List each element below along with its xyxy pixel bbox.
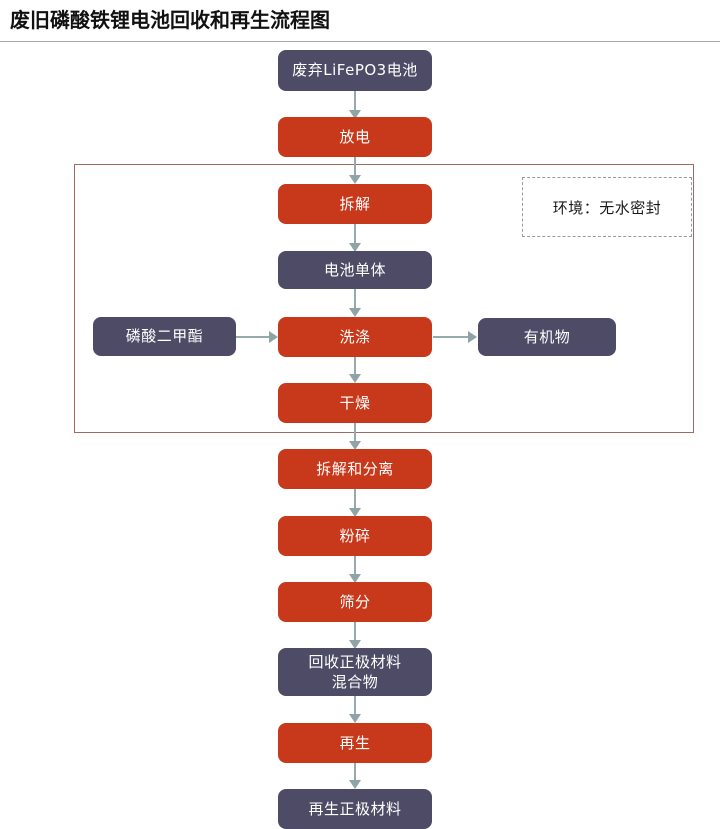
node-wash[interactable]: 洗涤 xyxy=(278,317,432,357)
node-battery-cell[interactable]: 电池单体 xyxy=(278,251,432,289)
node-crush[interactable]: 粉碎 xyxy=(278,516,432,556)
node-line-2: 混合物 xyxy=(331,673,379,691)
connector-line xyxy=(354,289,356,312)
region-anhydrous-sealed xyxy=(74,164,694,433)
node-dimethyl-phosphate[interactable]: 磷酸二甲酯 xyxy=(93,317,236,356)
connector-line xyxy=(433,336,469,338)
title-bar: 废旧磷酸铁锂电池回收和再生流程图 xyxy=(0,0,720,42)
connector-arrow-icon xyxy=(349,175,361,184)
node-regenerate[interactable]: 再生 xyxy=(278,723,432,763)
node-waste-battery[interactable]: 废弃LiFePO3电池 xyxy=(278,50,432,91)
title-divider xyxy=(0,41,720,42)
connector-arrow-icon xyxy=(349,110,361,119)
connector-arrow-icon xyxy=(349,243,361,252)
environment-note: 环境：无水密封 xyxy=(522,177,692,237)
connector-line xyxy=(354,622,356,644)
connector-arrow-icon xyxy=(349,508,361,517)
connector-line xyxy=(236,336,270,338)
node-sieve[interactable]: 筛分 xyxy=(278,582,432,622)
connector-line xyxy=(354,556,356,578)
node-disassemble-and-separate[interactable]: 拆解和分离 xyxy=(278,449,432,489)
connector-arrow-icon xyxy=(349,714,361,723)
connector-line xyxy=(354,91,356,114)
page-title: 废旧磷酸铁锂电池回收和再生流程图 xyxy=(10,8,330,32)
connector-arrow-icon xyxy=(349,640,361,649)
connector-line xyxy=(354,489,356,511)
connector-line xyxy=(354,423,356,446)
node-regenerated-cathode-material[interactable]: 再生正极材料 xyxy=(278,789,432,829)
connector-arrow-icon xyxy=(349,374,361,383)
connector-line xyxy=(354,763,356,782)
node-disassemble[interactable]: 拆解 xyxy=(278,184,432,224)
connector-arrow-icon xyxy=(269,331,278,343)
node-recovered-cathode-mixture[interactable]: 回收正极材料 混合物 xyxy=(278,648,432,696)
connector-line xyxy=(354,157,356,179)
connector-arrow-icon xyxy=(468,331,477,343)
node-dry[interactable]: 干燥 xyxy=(278,383,432,423)
connector-arrow-icon xyxy=(349,441,361,450)
connector-line xyxy=(354,357,356,377)
connector-line xyxy=(354,224,356,247)
node-line-1: 回收正极材料 xyxy=(308,653,402,671)
node-organics[interactable]: 有机物 xyxy=(478,318,616,356)
connector-arrow-icon xyxy=(349,780,361,789)
node-discharge[interactable]: 放电 xyxy=(278,117,432,157)
connector-arrow-icon xyxy=(349,574,361,583)
connector-line xyxy=(354,696,356,717)
connector-arrow-icon xyxy=(349,308,361,317)
